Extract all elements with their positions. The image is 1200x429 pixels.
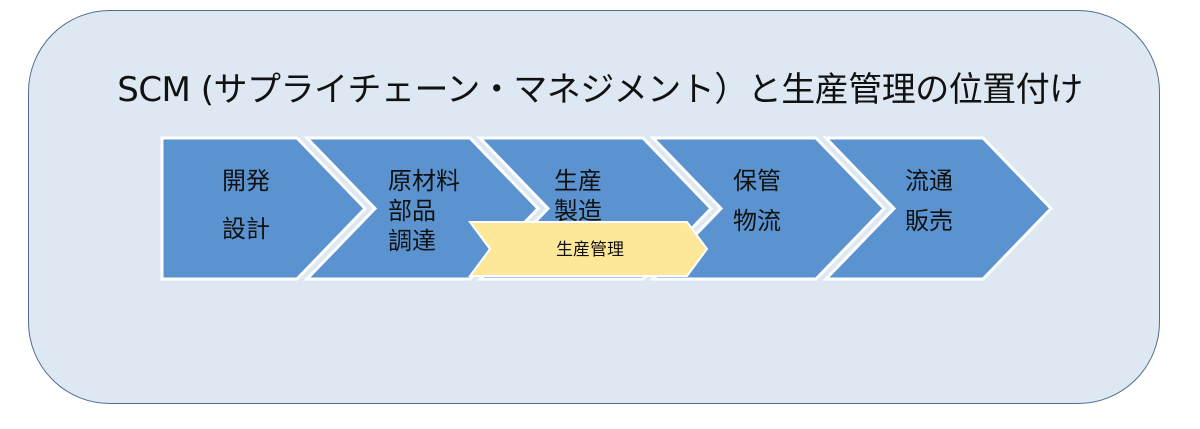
chevron-2-label-line-3: 調達: [388, 227, 436, 255]
chevron-5-label-line-2: 販売: [905, 207, 953, 235]
process-chevron-4: [649, 136, 887, 281]
chevron-3-label-line-1: 生産: [554, 167, 602, 195]
chevron-4-label-line-2: 物流: [733, 207, 781, 235]
production-management-banner: [468, 221, 709, 277]
chevron-2-label-line-1: 原材料: [388, 167, 460, 195]
chevron-2-label-line-2: 部品: [388, 197, 436, 225]
process-chevron-1: [160, 136, 368, 281]
chevron-3-label-line-2: 製造: [554, 197, 602, 225]
diagram-title: SCM (サプライチェーン・マネジメント）と生産管理の位置付け: [117, 70, 1083, 110]
chevron-4-label-line-1: 保管: [733, 167, 781, 195]
process-chevron-2: [303, 136, 541, 281]
chevron-1-label-line-1: 開発: [222, 167, 270, 195]
process-chevron-5: [822, 136, 1054, 281]
production-management-label: 生産管理: [556, 240, 624, 260]
chevron-1-label-line-2: 設計: [222, 215, 270, 243]
chevron-5-label-line-1: 流通: [905, 167, 953, 195]
